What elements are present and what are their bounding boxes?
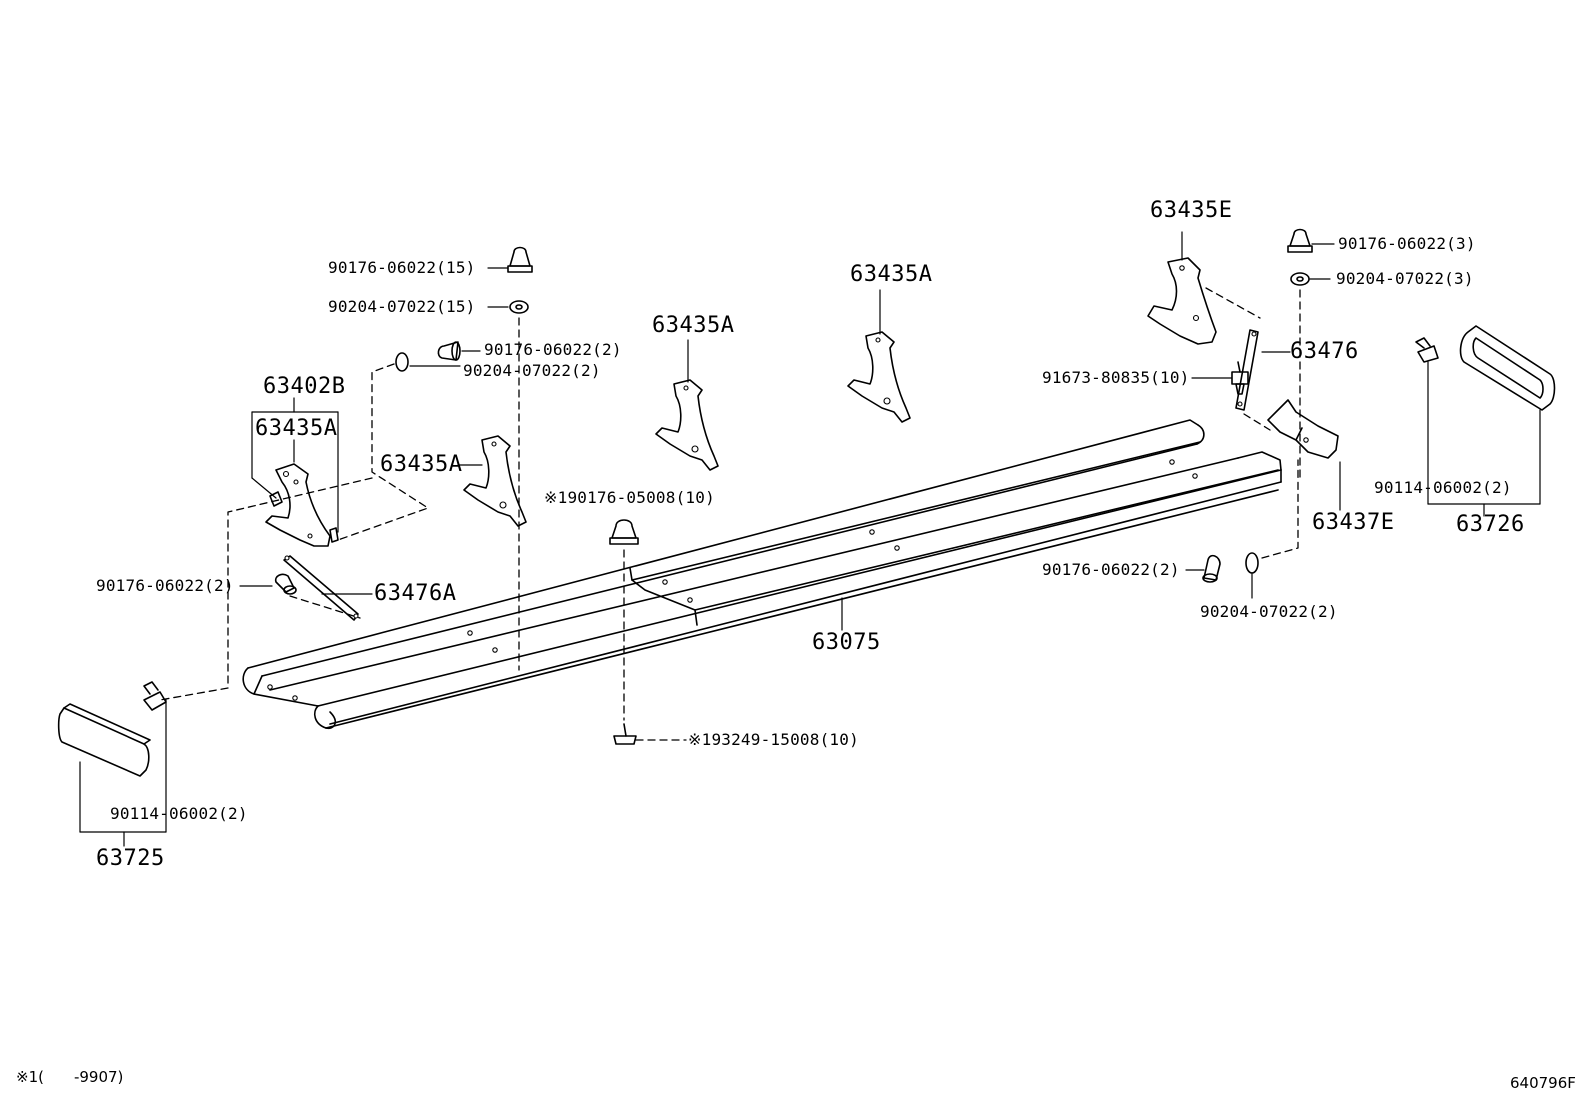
label-90204-07022-15: 90204-07022(15) (328, 297, 476, 316)
label-90176-06022-2-left: 90176-06022(2) (96, 576, 234, 595)
footnote-range: ※1( -9907) (16, 1068, 124, 1086)
label-63075: 63075 (812, 630, 881, 655)
nut-90176-2c (1202, 554, 1221, 583)
bracket-63435A-c (847, 331, 911, 423)
mud-guard-63726 (1459, 325, 1556, 411)
rocker-panel-63075 (242, 419, 1282, 730)
washer-90204-2c (1245, 552, 1259, 574)
leader-lines (79, 231, 1541, 847)
bolt-90114-right (1415, 337, 1439, 363)
label-90176-06022-3: 90176-06022(3) (1338, 234, 1476, 253)
washer-90204-2a (395, 352, 409, 372)
mud-guard-63725 (57, 703, 151, 777)
label-90114-06002-right: 90114-06002(2) (1374, 478, 1512, 497)
dashed-guides (159, 287, 1301, 721)
bolt-90114-left (143, 681, 167, 711)
label-63435E: 63435E (1150, 198, 1233, 223)
label-90204-07022-2-right: 90204-07022(2) (1200, 602, 1338, 621)
bracket-63435A-left (265, 463, 339, 547)
stay-63476A (283, 555, 359, 621)
washer-90204-3 (1290, 272, 1310, 286)
label-91673-80835: 91673-80835(10) (1042, 368, 1190, 387)
label-63435A-b: 63435A (652, 313, 735, 338)
label-193249-15008: ※193249-15008(10) (688, 730, 859, 749)
label-90114-06002-left: 90114-06002(2) (110, 804, 248, 823)
label-63435A-a: 63435A (380, 452, 463, 477)
washer-90204-15 (509, 300, 529, 314)
label-63402B: 63402B (263, 374, 346, 399)
diagram-code: 640796F (1510, 1074, 1576, 1092)
label-90204-07022-3: 90204-07022(3) (1336, 269, 1474, 288)
nut-90176-2a (437, 341, 461, 361)
label-63437E: 63437E (1312, 510, 1395, 535)
nut-90176-3 (1287, 228, 1313, 253)
stay-63476 (1235, 329, 1259, 411)
screw-91673 (1231, 361, 1249, 395)
label-63725: 63725 (96, 846, 165, 871)
label-90176-06022-15: 90176-06022(15) (328, 258, 476, 277)
nut-190176-05008 (609, 519, 639, 545)
bracket-63437E (1267, 399, 1339, 459)
label-63435A-c: 63435A (850, 262, 933, 287)
label-90176-06022-2-right: 90176-06022(2) (1042, 560, 1180, 579)
label-190176-05008: ※190176-05008(10) (544, 488, 715, 507)
label-63476: 63476 (1290, 339, 1359, 364)
nut-90176-15 (507, 246, 533, 273)
label-63435A-left: 63435A (255, 416, 338, 441)
nut-90176-2b (274, 573, 297, 595)
screw-193249-15008 (613, 723, 637, 745)
label-63476A: 63476A (374, 581, 457, 606)
label-90204-07022-2-top: 90204-07022(2) (463, 361, 601, 380)
label-90176-06022-2-top: 90176-06022(2) (484, 340, 622, 359)
bracket-63435A-b (655, 379, 719, 471)
bracket-63435A-a (463, 435, 527, 527)
label-63726: 63726 (1456, 512, 1525, 537)
bracket-63435E (1147, 257, 1217, 345)
